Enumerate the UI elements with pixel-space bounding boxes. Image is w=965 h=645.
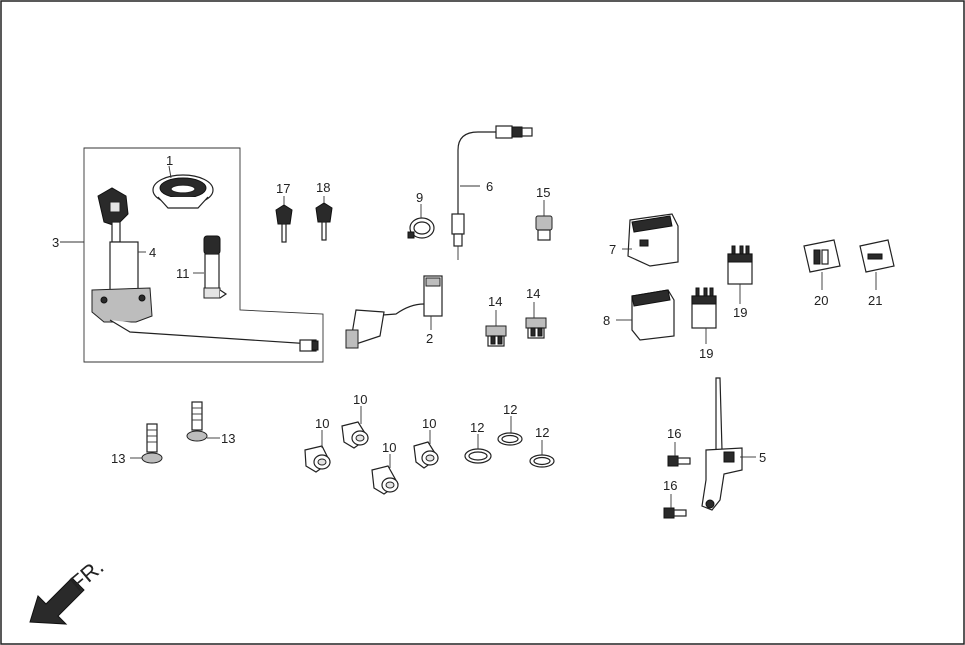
part-9-clip-ring: [407, 217, 435, 239]
callout-14-a: 14: [488, 294, 502, 309]
part-17-key: [275, 204, 293, 243]
part-8-relay-cover: [631, 289, 675, 341]
callout-10-c: 10: [382, 440, 396, 455]
callout-12-b: 12: [503, 402, 517, 417]
callout-19-b: 19: [699, 346, 713, 361]
part-12-washer-b: [497, 432, 523, 446]
part-10-grommet-b: [341, 421, 369, 449]
part-13-screw-a: [141, 423, 163, 464]
part-11-lock-cylinder: [203, 235, 228, 299]
part-18-key: [315, 202, 333, 241]
front-direction-arrow: [29, 577, 85, 625]
callout-12-a: 12: [470, 420, 484, 435]
callout-13-b: 13: [221, 431, 235, 446]
callout-16-b: 16: [663, 478, 677, 493]
part-10-grommet-a: [304, 445, 331, 473]
part-21-decal: [859, 239, 895, 273]
callout-16-a: 16: [667, 426, 681, 441]
callout-12-c: 12: [535, 425, 549, 440]
callout-21: 21: [868, 293, 882, 308]
callout-10-b: 10: [353, 392, 367, 407]
callout-7: 7: [609, 242, 616, 257]
callout-18: 18: [316, 180, 330, 195]
part-6-sensor-cable: [451, 125, 533, 260]
callout-6: 6: [486, 179, 493, 194]
callout-19-a: 19: [733, 305, 747, 320]
assembly-group-outline: [83, 147, 324, 363]
callout-8: 8: [603, 313, 610, 328]
part-19-relay-a: [727, 245, 753, 285]
part-10-grommet-d: [413, 441, 439, 469]
callout-20: 20: [814, 293, 828, 308]
part-13-screw-b: [186, 401, 208, 442]
part-10-grommet-c: [371, 465, 399, 495]
callout-1: 1: [166, 153, 173, 168]
part-12-washer-a: [464, 448, 492, 464]
part-16-bolt-a: [667, 455, 691, 467]
part-14-fuse-b: [525, 317, 547, 339]
part-5-bracket: [701, 377, 743, 511]
callout-10-a: 10: [315, 416, 329, 431]
part-16-bolt-b: [663, 507, 687, 519]
part-15-sensor: [535, 215, 553, 241]
callout-3: 3: [52, 235, 59, 250]
callout-11: 11: [176, 266, 190, 281]
callout-10-d: 10: [422, 416, 436, 431]
part-2-harness-connector: [345, 275, 443, 349]
callout-4: 4: [149, 245, 156, 260]
callout-17: 17: [276, 181, 290, 196]
callout-2: 2: [426, 331, 433, 346]
callout-13-a: 13: [111, 451, 125, 466]
callout-14-b: 14: [526, 286, 540, 301]
part-19-relay-b: [691, 287, 717, 329]
callout-5: 5: [759, 450, 766, 465]
part-20-decal: [803, 239, 841, 273]
part-12-washer-c: [529, 454, 555, 468]
part-7-relay-block: [627, 213, 679, 267]
callout-15: 15: [536, 185, 550, 200]
part-1-fuel-cap: [152, 174, 214, 209]
part-4-ignition-switch: [91, 187, 319, 352]
part-14-fuse-a: [485, 325, 507, 347]
callout-9: 9: [416, 190, 423, 205]
